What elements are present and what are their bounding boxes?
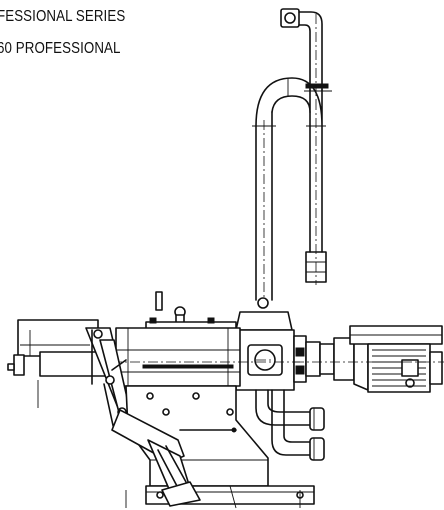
outlet-pipe-upper	[309, 407, 325, 431]
top-elbow	[298, 11, 323, 91]
drive-motor	[294, 325, 444, 393]
lifting-eye	[257, 297, 269, 309]
screen-body	[7, 291, 315, 507]
u-bend	[271, 89, 311, 113]
inlet-pipe-assembly	[252, 8, 332, 309]
pipe-clamp	[305, 83, 329, 89]
series-title: FESSIONAL SERIES	[0, 8, 126, 25]
dimension-marks	[125, 485, 301, 509]
top-valve-housing	[280, 8, 300, 28]
screen-cylinder	[115, 327, 241, 387]
inlet-port	[254, 349, 276, 371]
left-housing	[17, 319, 99, 357]
model-title: 60 PROFESSIONAL	[0, 40, 121, 57]
outlet-pipe-lower	[309, 437, 325, 461]
valve-wheel-icon	[284, 12, 296, 24]
pump-housing	[235, 311, 325, 461]
motor-nameplate	[401, 359, 419, 377]
